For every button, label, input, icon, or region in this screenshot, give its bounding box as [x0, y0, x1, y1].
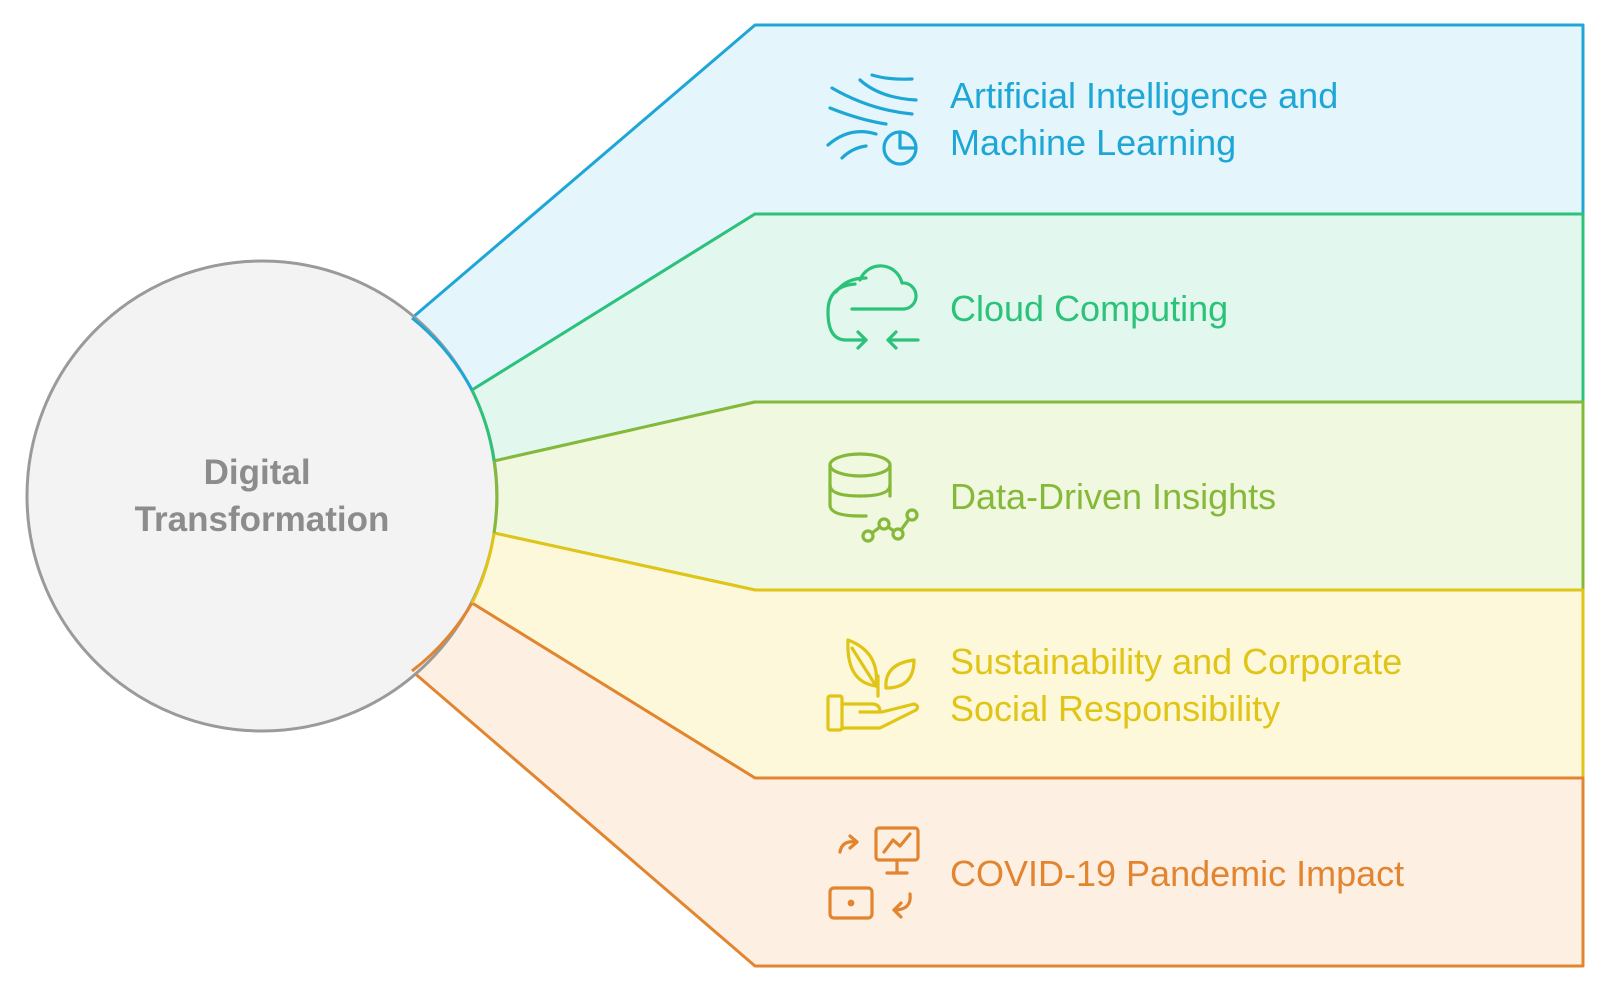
svg-text:Artificial Intelligence and: Artificial Intelligence and Machine Lear…	[950, 75, 1348, 163]
branch-data: Data-Driven Insights	[493, 400, 1585, 592]
center-rim-covid	[411, 602, 474, 673]
branch-sustainability-label-line-1: Sustainability and Corporate	[950, 641, 1402, 682]
center-rim-cloud	[470, 389, 496, 462]
cloud-sync-icon	[826, 264, 920, 350]
svg-text:Sustainability and Corporate: Sustainability and Corporate Social Resp…	[950, 641, 1412, 729]
branch-covid: COVID-19 Pandemic Impact	[411, 601, 1585, 968]
hand-plant-icon	[826, 638, 920, 732]
branch-data-label: Data-Driven Insights	[950, 476, 1276, 517]
ai-wind-chart-icon	[826, 73, 918, 166]
branch-ai-ml-label-line-1: Artificial Intelligence and	[950, 75, 1338, 116]
branch-covid-label: COVID-19 Pandemic Impact	[950, 853, 1404, 894]
center-title-line-2: Transformation	[135, 500, 390, 539]
database-network-icon	[828, 452, 919, 543]
branch-cloud: Cloud Computing	[471, 212, 1585, 463]
branch-ai-ml: Artificial Intelligence and Machine Lear…	[411, 23, 1585, 392]
svg-text:Digital Transformation: Digital Transformation	[135, 453, 390, 539]
branch-sustainability-label-line-2: Social Responsibility	[950, 688, 1280, 729]
center-rim-sustainability	[470, 532, 496, 604]
center-rim-ai	[411, 316, 474, 391]
branch-ai-ml-label-line-2: Machine Learning	[950, 122, 1236, 163]
center-title-line-1: Digital	[204, 453, 311, 492]
center-hub: Digital Transformation	[25, 259, 499, 733]
remote-work-icon	[828, 826, 920, 920]
branch-cloud-label: Cloud Computing	[950, 288, 1228, 329]
branch-covid-shape	[411, 601, 1585, 968]
center-rim-data	[492, 460, 499, 534]
